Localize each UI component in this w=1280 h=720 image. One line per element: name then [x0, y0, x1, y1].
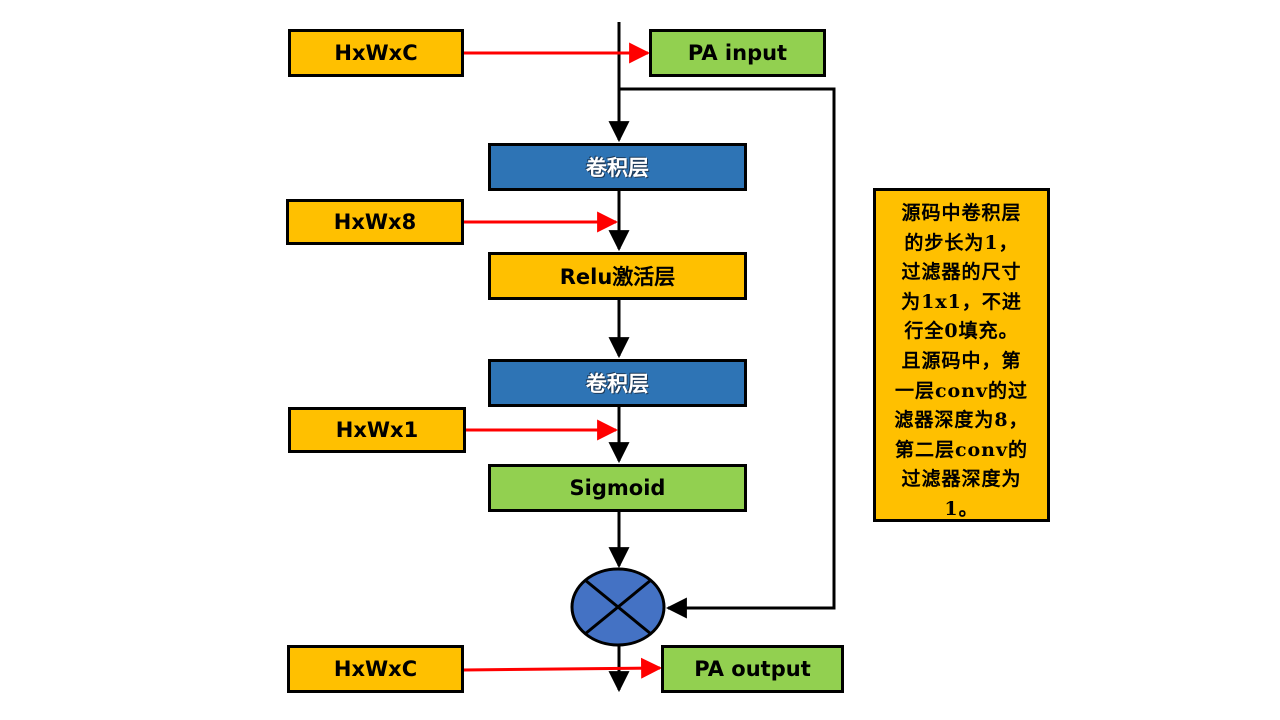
pa-input-box: PA input — [649, 29, 826, 77]
skip-connection — [619, 87, 836, 619]
output-shape-label: HxWxC — [287, 645, 464, 693]
note-line: 过滤器的尺寸 — [901, 261, 1022, 284]
shape-hxwx8-label: HxWx8 — [286, 199, 464, 245]
conv-layer-2: 卷积层 — [488, 359, 747, 407]
pa-output-box: PA output — [661, 645, 844, 693]
note-line: 行全0填充。 — [904, 320, 1019, 343]
note-line: 一层conv的过 — [894, 379, 1029, 402]
note-line: 1。 — [944, 497, 979, 520]
note-line: 过滤器深度为 — [901, 468, 1022, 491]
note-line: 第二层conv的 — [894, 438, 1029, 461]
conv-layer-1: 卷积层 — [488, 143, 747, 191]
input-shape-label: HxWxC — [288, 29, 464, 77]
note-line: 且源码中，第 — [901, 349, 1022, 372]
sigmoid-layer: Sigmoid — [488, 464, 747, 512]
note-line: 源码中卷积层 — [901, 202, 1022, 224]
multiply-cross-icon — [570, 567, 666, 647]
red-arrow-pa-output — [462, 657, 663, 679]
relu-layer: Relu激活层 — [488, 252, 747, 300]
note-line: 为1x1，不进 — [901, 290, 1022, 313]
shape-hxwx1-label: HxWx1 — [288, 407, 466, 453]
source-code-note: 源码中卷积层 的步长为1， 过滤器的尺寸 为1x1，不进 行全0填充。 且源码中… — [873, 188, 1050, 522]
note-line: 滤器深度为8， — [894, 409, 1029, 432]
note-line: 的步长为1， — [904, 231, 1019, 254]
